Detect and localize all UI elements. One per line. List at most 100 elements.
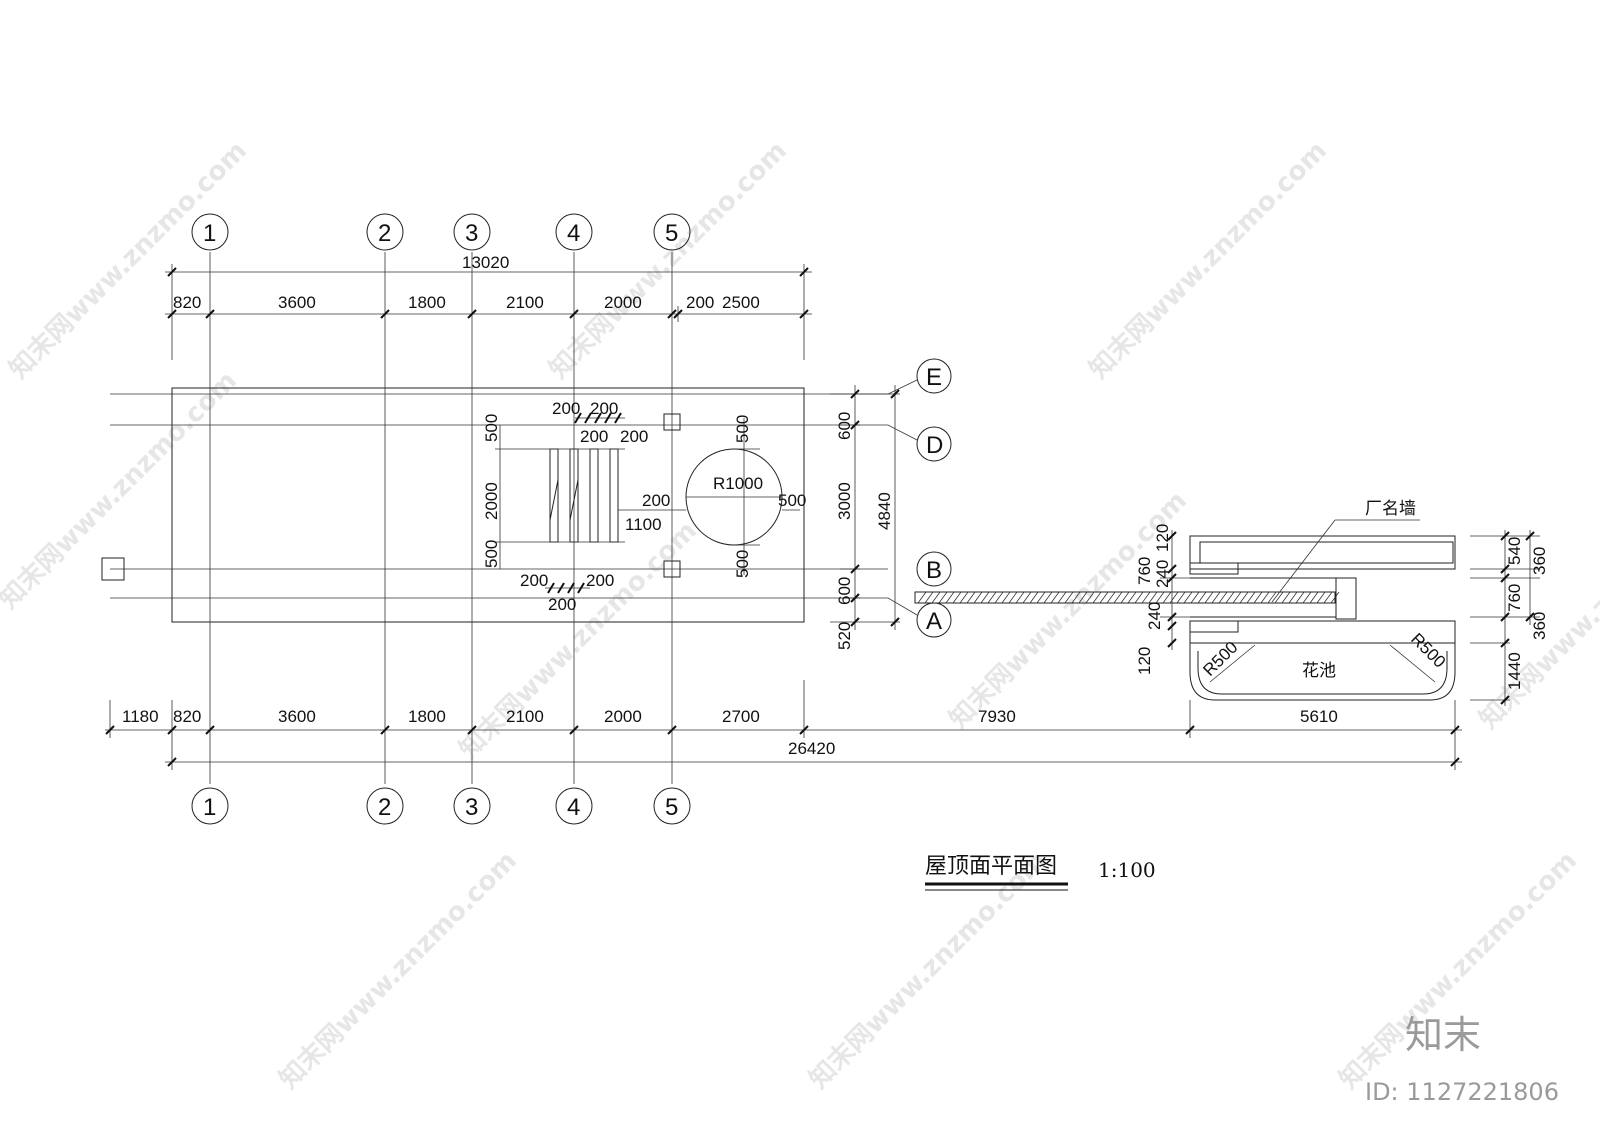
top-dim: 1800 [408,293,446,312]
hatch-stroke [938,591,948,604]
hatch-stroke [1281,591,1291,604]
overall-top-dim: 13020 [462,253,509,272]
drawing-title: 屋顶面平面图 [925,854,1057,879]
hatch-stroke [1302,591,1312,604]
hatch-stroke [994,591,1004,604]
axis-bubble-1: 1 [191,213,229,251]
svg-text:1: 1 [203,794,216,821]
bottom-dim: 5610 [1300,707,1338,726]
dim-500: 500 [482,540,501,568]
wall-dim: 760 [1135,557,1154,585]
hatch-stroke [1134,591,1144,604]
hatch-stroke [1064,591,1074,604]
hatch-stroke [1316,591,1326,604]
watermark-text: 知末网www.znzmo.com [1084,136,1333,385]
watermark-text: 知末网www.znzmo.com [1474,486,1600,735]
dim-200: 200 [620,427,648,446]
hatch-stroke [966,591,976,604]
axis-bubble-4: 4 [555,213,593,251]
hatch-stroke [1057,591,1067,604]
wall-label: 厂名墙 [1365,499,1416,518]
top-dim: 200 [686,293,714,312]
svg-text:3: 3 [465,794,478,821]
hatch-stroke [952,591,962,604]
hatch-stroke [1218,591,1228,604]
axis-bubble-2: 2 [366,213,404,251]
wall-left-dimension-ticks [1167,531,1177,648]
radius-label: R1000 [713,474,763,493]
svg-text:2: 2 [378,794,391,821]
wall-dim: 1440 [1505,652,1524,690]
svg-text:2: 2 [378,220,391,247]
hatch-stroke [1155,591,1165,604]
hatch-stroke [1029,591,1039,604]
hatch-stroke [1267,591,1277,604]
wall-dim: 360 [1530,612,1549,640]
hatch-stroke [980,591,990,604]
hatch-stroke [973,591,983,604]
svg-text:5: 5 [665,794,678,821]
right-dim: 4840 [875,492,894,530]
axis-bubble-D: D [916,426,952,462]
right-dim: 600 [835,577,854,605]
pool-label: 花池 [1302,661,1336,680]
right-dimension-ticks [850,389,900,627]
top-dim-labels: 820 3600 1800 2100 2000 200 2500 [173,293,760,312]
wall-right-dimension-ticks [1500,531,1535,705]
drawing-title-block: 屋顶面平面图 1:100 [925,854,1156,891]
axis-bubble-3: 3 [453,213,491,251]
dim-200: 200 [548,595,576,614]
svg-text:4: 4 [567,220,580,247]
watermark-text: 知末网www.znzmo.com [274,846,523,1095]
dim-1100: 1100 [625,515,662,534]
factory-wall-assembly [1189,519,1456,701]
axis-bubbles-lettered: E D B A [887,358,952,638]
hatch-stroke [1078,591,1088,604]
axis-bubble-5: 5 [653,787,691,825]
wall-dim: 760 [1505,584,1524,612]
bottom-dim-labels: 1180 820 3600 1800 2100 2000 2700 7930 5… [122,707,1338,726]
dim-200: 200 [580,427,608,446]
roof-outline [171,387,805,623]
right-dim: 600 [835,412,854,440]
right-dim-labels: 600 3000 600 520 4840 [835,412,894,650]
hatch-stroke [1246,591,1256,604]
top-dim: 2500 [722,293,760,312]
hatch-stroke [1022,591,1032,604]
svg-text:E: E [926,364,942,391]
svg-text:4: 4 [567,794,580,821]
horizontal-axis-lines [110,393,888,599]
hatch-stroke [1092,591,1102,604]
wall-left-dimension-lines [1160,530,1190,650]
watermark-text: 知末网www.znzmo.com [1334,846,1583,1095]
wall-dim: 360 [1530,547,1549,575]
svg-text:3: 3 [465,220,478,247]
drawing-scale: 1:100 [1098,858,1156,882]
dim-200: 200 [552,399,580,418]
watermark-text: 知末网www.znzmo.com [0,366,243,615]
bottom-dim: 2000 [604,707,642,726]
column-marker [663,560,681,578]
axis-bubble-2: 2 [366,787,404,825]
dim-500: 500 [733,415,752,443]
axis-bubble-E: E [916,358,952,394]
axis-bubble-B: B [916,551,952,587]
hatch-stroke [1225,591,1235,604]
bottom-dim: 3600 [278,707,316,726]
bottom-dimension-lines [105,680,1462,770]
hatch-stroke [1295,591,1305,604]
image-id: ID: 1127221806 [1365,1078,1559,1106]
hatch-stroke [1309,591,1319,604]
inner-dimension-ticks [547,412,622,594]
hatch-stroke [1169,591,1179,604]
hatch-stroke [959,591,969,604]
top-dim: 820 [173,293,201,312]
hatch-stroke [1071,591,1081,604]
hatch-stroke [1099,591,1109,604]
dim-200: 200 [520,571,548,590]
dim-500: 500 [733,550,752,578]
hatch-stroke [931,591,941,604]
hatch-stroke [1232,591,1242,604]
hatch-stroke [1162,591,1172,604]
